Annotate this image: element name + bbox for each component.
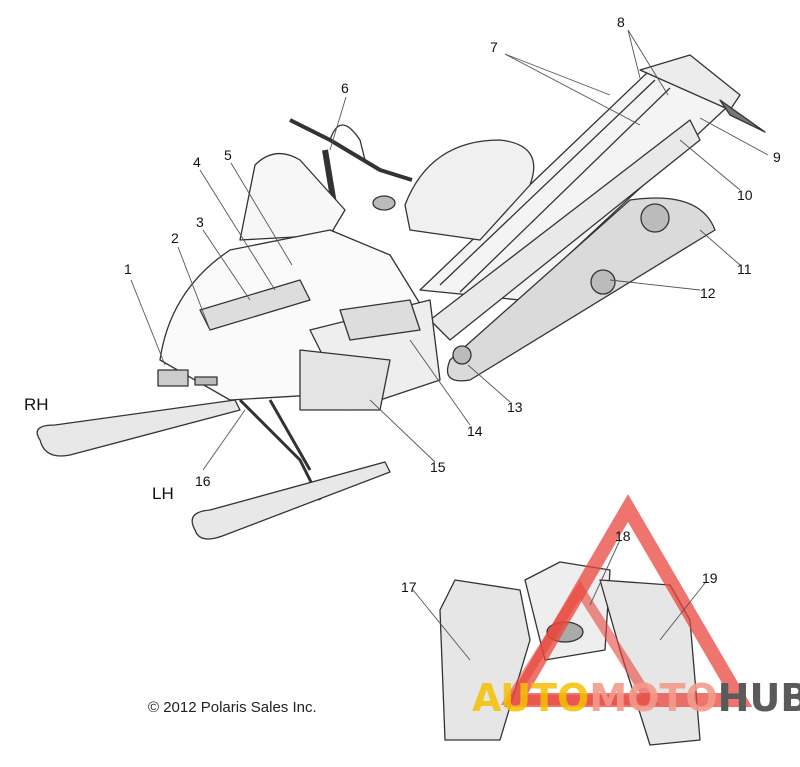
- copyright-text: © 2012 Polaris Sales Inc.: [148, 699, 317, 716]
- handlebar: [289, 118, 413, 182]
- right-ski: [36, 399, 241, 457]
- rear-bumper: [639, 54, 741, 111]
- side-panel-recess: [339, 299, 421, 341]
- callout-4: 4: [193, 154, 201, 170]
- callout-14: 14: [467, 423, 483, 439]
- handlebar-hoop: [329, 124, 366, 161]
- idler-wheel: [640, 203, 670, 233]
- snowmobile-drawing: [36, 54, 766, 540]
- callout-6: 6: [341, 80, 349, 96]
- callout-8: 8: [617, 14, 625, 30]
- mid-wheel: [590, 269, 616, 295]
- windshield: [239, 153, 346, 241]
- lh-label: LH: [152, 484, 174, 503]
- callout-numbers: 1 2 3 4 5 6 7 8 9 10 11 12 13 14 15 16 1…: [124, 14, 781, 595]
- callout-18: 18: [615, 528, 631, 544]
- seat: [404, 139, 535, 241]
- callout-5: 5: [224, 147, 232, 163]
- callout-1: 1: [124, 261, 132, 277]
- gas-cap: [372, 195, 396, 211]
- callout-15: 15: [430, 459, 446, 475]
- callout-19: 19: [702, 570, 718, 586]
- hood-vent: [199, 279, 311, 331]
- lower-belly: [299, 349, 391, 411]
- callout-13: 13: [507, 399, 523, 415]
- left-ski: [191, 461, 391, 540]
- front-wheel: [452, 345, 472, 365]
- watermark-hub: HUB: [718, 676, 800, 720]
- nose-badge: [194, 376, 218, 386]
- watermark-auto: AUTO: [472, 676, 589, 720]
- headlight: [157, 369, 189, 387]
- callout-7: 7: [490, 39, 498, 55]
- svg-text:AUTOMOTOHUB: AUTOMOTOHUB: [472, 676, 800, 720]
- watermark-moto: MOTO: [589, 676, 717, 720]
- callout-3: 3: [196, 214, 204, 230]
- callout-16: 16: [195, 473, 211, 489]
- rh-label: RH: [24, 395, 49, 414]
- callout-17: 17: [401, 579, 417, 595]
- watermark-triangle-inner: [500, 580, 660, 705]
- callout-11: 11: [737, 261, 752, 277]
- callout-12: 12: [700, 285, 716, 301]
- watermark: AUTOMOTOHUB: [472, 494, 800, 720]
- callout-9: 9: [773, 149, 781, 165]
- snowflap: [719, 99, 766, 133]
- callout-10: 10: [737, 187, 753, 203]
- tunnel-side: [429, 119, 701, 341]
- callout-2: 2: [171, 230, 179, 246]
- track: [446, 197, 716, 382]
- leader-lines: [130, 29, 769, 661]
